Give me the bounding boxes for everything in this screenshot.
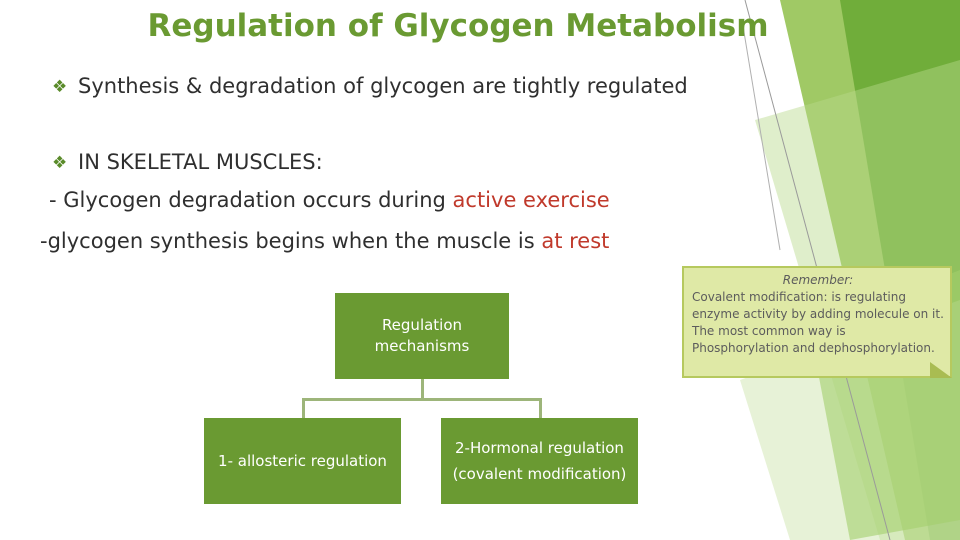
bullet-text: IN SKELETAL MUSCLES: — [78, 150, 323, 174]
node-label: (covalent modification) — [452, 465, 627, 483]
note-heading: Remember: — [782, 273, 854, 287]
bullet-text: Synthesis & degradation of glycogen are … — [78, 74, 688, 98]
sticky-note: Remember: Covalent modification: is regu… — [682, 266, 952, 378]
diagram-root-node: Regulation mechanisms — [335, 293, 509, 379]
diamond-bullet-icon: ❖ — [52, 153, 68, 173]
node-label: 1- allosteric regulation — [218, 452, 387, 470]
node-label: mechanisms — [374, 337, 470, 355]
highlight-text: active exercise — [452, 188, 610, 212]
slide-title: Regulation of Glycogen Metabolism — [147, 8, 769, 44]
diamond-bullet-icon: ❖ — [52, 77, 68, 97]
note-fold-corner — [930, 362, 952, 378]
diagram-node-hormonal: 2-Hormonal regulation (covalent modifica… — [441, 418, 638, 504]
connector-line — [302, 398, 305, 418]
connector-line — [421, 379, 424, 399]
synthesis-line: -glycogen synthesis begins when the musc… — [40, 229, 609, 253]
node-label: 2-Hormonal regulation — [455, 439, 624, 457]
line-text: - Glycogen degradation occurs during — [49, 188, 453, 212]
connector-line — [539, 398, 542, 418]
note-body: Covalent modification: is regulating enz… — [692, 290, 944, 355]
line-text: -glycogen synthesis begins when the musc… — [40, 229, 542, 253]
highlight-text: at rest — [541, 229, 610, 253]
node-label: Regulation — [381, 316, 463, 334]
diagram-node-allosteric: 1- allosteric regulation — [204, 418, 401, 504]
connector-line — [302, 398, 542, 401]
degradation-line: - Glycogen degradation occurs during act… — [49, 188, 610, 212]
